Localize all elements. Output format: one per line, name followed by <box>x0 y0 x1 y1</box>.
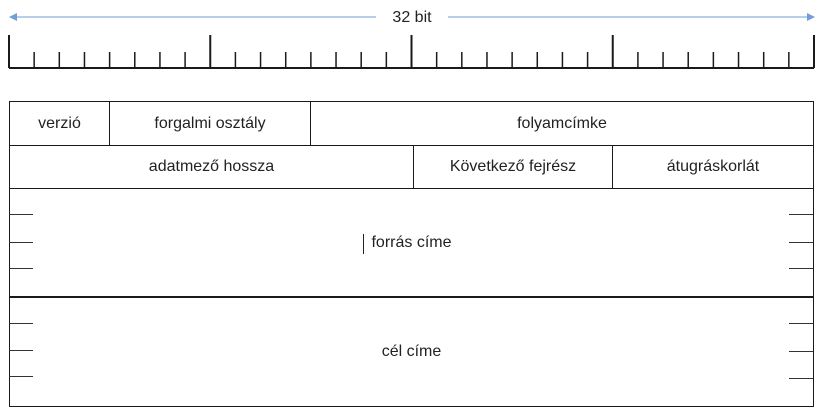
word-marker-left <box>9 376 33 377</box>
flow-label-field: folyamcímke <box>310 101 814 146</box>
version-field: verzió <box>9 101 110 146</box>
word-marker-left <box>9 323 33 324</box>
word-marker-left <box>9 350 33 351</box>
destination-address-field: cél címe <box>9 296 814 407</box>
destination-address-label: cél címe <box>381 343 442 360</box>
left-arrow-head-icon <box>9 13 17 21</box>
source-address-field: forrás címe <box>9 188 814 297</box>
word-marker-left <box>9 242 33 243</box>
word-marker-right <box>789 378 813 379</box>
word-marker-right <box>789 214 813 215</box>
right-arrow-head-icon <box>807 13 815 21</box>
word-marker-left <box>9 214 33 215</box>
word-marker-right <box>789 351 813 352</box>
next-header-field: Következő fejrész <box>413 145 613 189</box>
text-cursor <box>363 234 364 254</box>
hop-limit-field: átugráskorlát <box>612 145 814 189</box>
source-address-label: forrás címe <box>371 233 452 251</box>
word-marker-right <box>789 242 813 243</box>
payload-length-field: adatmező hossza <box>9 145 414 189</box>
ruler-ticks <box>8 35 815 68</box>
word-marker-left <box>9 268 33 269</box>
traffic-class-field: forgalmi osztály <box>109 101 311 146</box>
word-marker-right <box>789 268 813 269</box>
ruler-label: 32 bit <box>376 7 448 29</box>
bit-ruler <box>8 13 815 69</box>
word-marker-right <box>789 323 813 324</box>
